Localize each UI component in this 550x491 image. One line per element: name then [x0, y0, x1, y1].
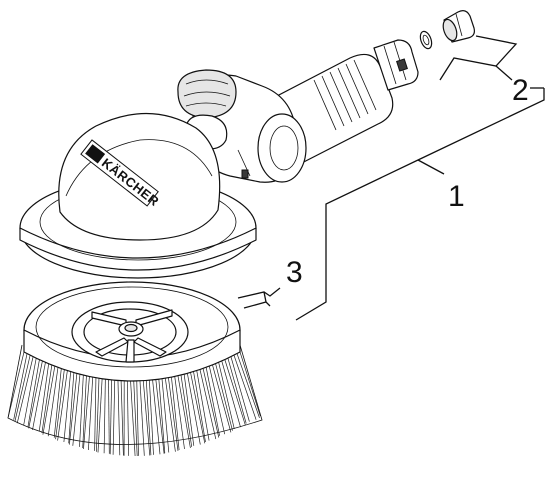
bristle: [63, 368, 72, 443]
bristle: [183, 370, 195, 446]
bristle: [126, 377, 129, 456]
swivel-joint-cap-inner: [269, 125, 299, 171]
bristle: [82, 372, 87, 449]
bristle: [32, 360, 47, 430]
brush-bristles: [7, 351, 261, 457]
bristle: [97, 375, 103, 453]
bristle: [112, 377, 116, 455]
bristle: [136, 377, 139, 456]
lock-pin: [241, 169, 249, 179]
bristle: [139, 377, 145, 456]
bristle: [13, 353, 28, 420]
bristle: [177, 372, 191, 449]
bristle: [130, 377, 136, 457]
bristle: [205, 364, 220, 436]
bristle: [7, 351, 25, 419]
bristle: [233, 354, 257, 420]
callout-3: 3: [286, 256, 303, 289]
callout-2: 2: [512, 74, 529, 107]
o-ring: [419, 30, 433, 50]
coupling-nut: [373, 39, 419, 91]
bristle: [223, 357, 246, 426]
bristle: [108, 376, 110, 454]
bristle: [189, 369, 206, 444]
bristle: [79, 371, 84, 447]
bristle: [170, 373, 180, 451]
bristle: [83, 373, 91, 450]
bristle: [192, 368, 206, 443]
bristle: [41, 362, 53, 434]
bristle: [202, 365, 220, 438]
bristle: [158, 376, 166, 454]
leader-1-outer: [295, 88, 545, 321]
bristle: [109, 376, 113, 455]
bristle: [38, 361, 50, 432]
nipple-hex: [442, 18, 458, 42]
bristle-outline: [7, 344, 263, 445]
bristle: [186, 370, 201, 445]
callout-1: 1: [448, 180, 465, 213]
handle-grip-ribs: [313, 59, 377, 131]
bristle: [103, 376, 106, 454]
angle-adjust-knob: [177, 69, 237, 119]
bristle: [180, 371, 193, 447]
bristle: [120, 377, 124, 456]
dome-highlight: [65, 139, 213, 197]
bristle: [227, 356, 247, 424]
bristle: [117, 377, 121, 456]
brush-hub-spokes: [91, 309, 173, 363]
bristle: [72, 370, 81, 446]
bristle: [88, 373, 94, 451]
bristle: [173, 373, 185, 450]
bristle: [14, 354, 31, 422]
bristle: [96, 375, 100, 452]
bristle: [23, 356, 37, 425]
drive-base-edge: [19, 227, 257, 271]
bristle: [208, 363, 226, 435]
bristle: [211, 362, 232, 433]
brush-attachment: [7, 281, 263, 457]
bristle: [94, 374, 97, 451]
bristle: [195, 367, 210, 441]
bristle: [148, 377, 154, 455]
bristle: [220, 358, 241, 428]
brush-inner-rim: [35, 286, 229, 368]
bristle: [68, 369, 75, 444]
bristle: [230, 355, 250, 422]
bristle: [217, 360, 235, 429]
bristle: [133, 377, 138, 457]
bristle: [155, 376, 165, 454]
leader-3: [237, 287, 281, 299]
bristle: [164, 375, 176, 452]
bristle: [55, 366, 66, 440]
brush-drive-unit: KÄRCHER: [19, 39, 419, 279]
bristle: [198, 366, 217, 440]
bristle: [167, 374, 179, 451]
bristle: [27, 357, 41, 427]
bristle: [69, 370, 78, 445]
bristle: [47, 364, 59, 437]
coupling-slot: [396, 58, 408, 72]
bristle: [42, 363, 56, 435]
bristle: [161, 375, 170, 453]
bristle: [142, 377, 151, 456]
bristle: [53, 365, 62, 438]
bristle: [236, 353, 260, 419]
brush-center-hole: [124, 323, 138, 333]
connection-nipple-assembly: [419, 10, 475, 50]
leader-lines: [237, 35, 545, 321]
bristle: [16, 355, 34, 424]
bristle: [28, 358, 44, 429]
bristle: [214, 361, 233, 431]
bristle: [239, 351, 261, 417]
bristle: [151, 376, 161, 455]
bristle: [57, 367, 69, 441]
swivel-joint-cap: [257, 113, 307, 183]
bristle: [145, 377, 152, 456]
